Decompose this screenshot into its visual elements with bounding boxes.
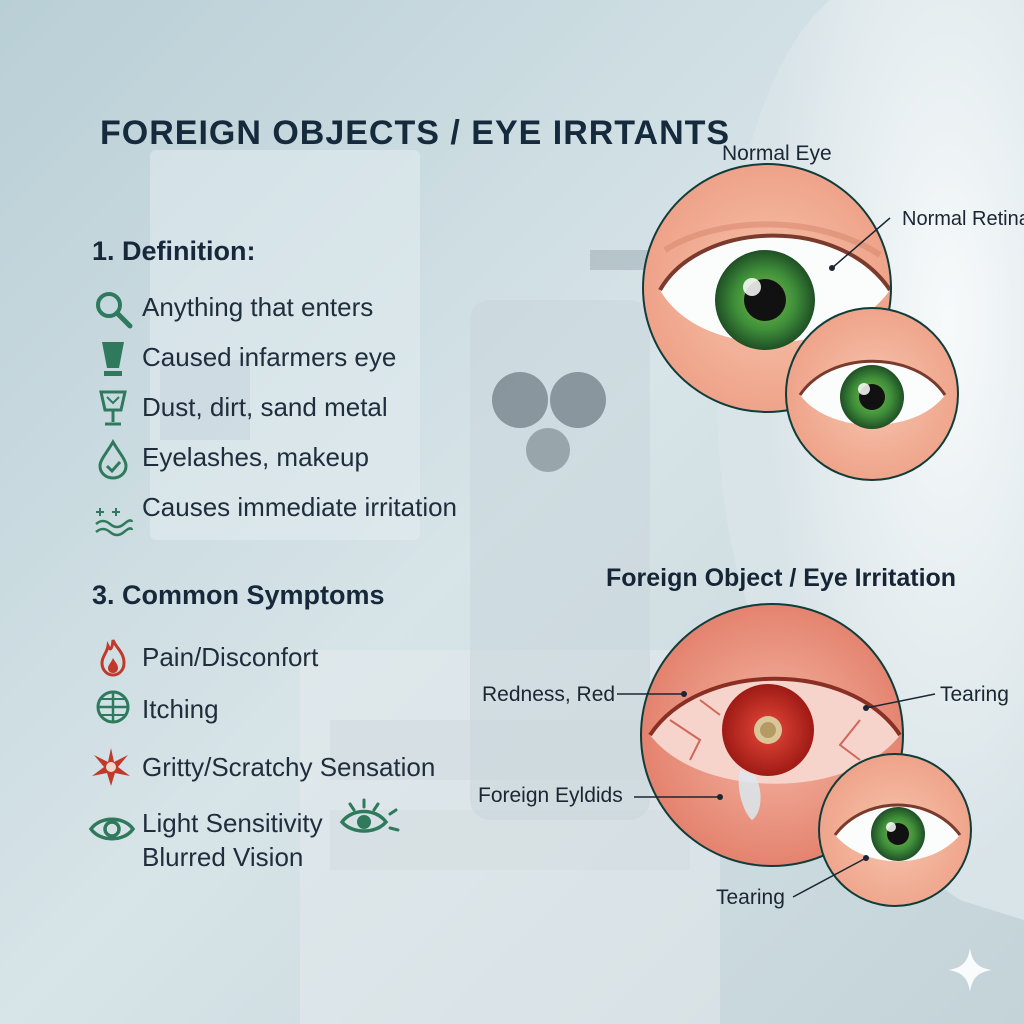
symptom-item: Light Sensitivity (142, 808, 323, 838)
eyelids-label: Foreign Eyldids (478, 784, 623, 807)
flame-icon (100, 639, 126, 677)
normal-retina-label: Normal Retina (902, 208, 1024, 230)
irritation-title: Foreign Object / Eye Irritation (606, 564, 957, 592)
definition-item: Causes immediate irritation (142, 492, 458, 522)
definition-item: Eyelashes, makeup (142, 442, 369, 472)
definition-item: Dust, dirt, sand metal (142, 392, 388, 422)
droplet-icon (98, 439, 128, 480)
normal-eye-title: Normal Eye (722, 142, 832, 165)
symptom-item: Gritty/Scratchy Sensation (142, 752, 436, 782)
page-title: FOREIGN OBJECTS / EYE IRRTANTS (100, 114, 731, 152)
symptoms-heading: 3. Common Symptoms (92, 580, 385, 610)
definition-item: Caused infarmers eye (142, 342, 397, 372)
definition-heading: 1. Definition: (92, 236, 256, 266)
sparkle-icon (948, 948, 992, 992)
symptom-item: Pain/Disconfort (142, 642, 319, 672)
symptom-item: Itching (142, 694, 219, 724)
tearing-bottom-label: Tearing (716, 886, 785, 909)
symptom-item: Blurred Vision (142, 842, 304, 872)
magnifier-icon (96, 292, 133, 329)
glass-icon (99, 390, 127, 426)
waves-icon (95, 508, 134, 537)
burst-icon (92, 748, 130, 786)
redness-label: Redness, Red (482, 683, 616, 706)
globe-icon (96, 690, 130, 724)
definition-item: Anything that enters (142, 292, 374, 322)
eye-icon (88, 817, 136, 841)
cup-icon (102, 342, 124, 376)
tearing-label: Tearing (940, 683, 1009, 706)
eye-rays-icon (339, 798, 400, 833)
